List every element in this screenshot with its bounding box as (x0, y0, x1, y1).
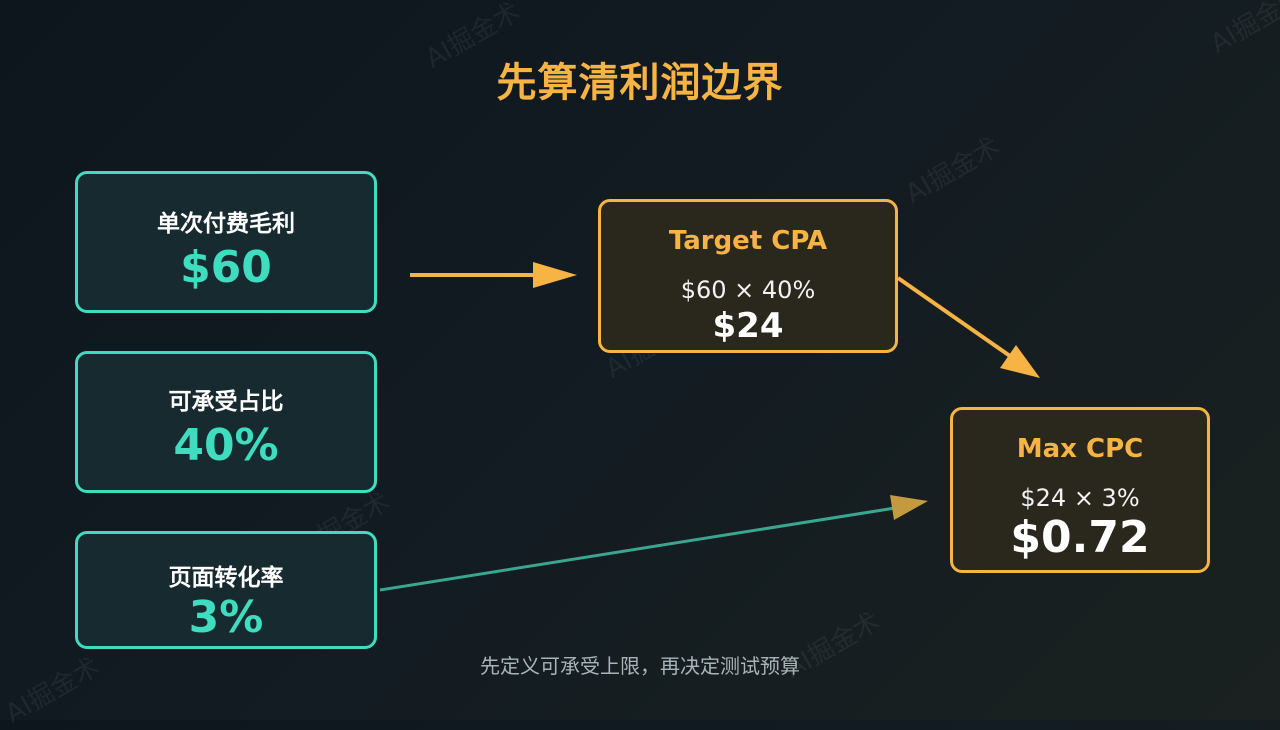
max-cpc-title: Max CPC (1016, 434, 1144, 464)
target-cpa-box: Target CPA $60 × 40% $24 (598, 199, 898, 353)
input-value: 40% (173, 420, 279, 471)
arrow-head (890, 495, 928, 520)
max-cpc-result: $0.72 (1010, 512, 1150, 563)
target-cpa-result: $24 (712, 306, 784, 346)
arrow-cvr-to-cpc (379, 506, 896, 592)
footer-note: 先定义可承受上限，再决定测试预算 (480, 654, 800, 678)
arrow-head (1000, 345, 1040, 378)
arrow-head (533, 262, 577, 288)
input-box-margin: 单次付费毛利 $60 (75, 171, 377, 313)
input-value: $60 (180, 242, 272, 293)
input-value: 3% (188, 592, 264, 643)
target-cpa-title: Target CPA (668, 226, 828, 256)
max-cpc-formula: $24 × 3% (1020, 484, 1140, 512)
input-box-share: 可承受占比 40% (75, 351, 377, 493)
max-cpc-box: Max CPC $24 × 3% $0.72 (950, 407, 1210, 573)
input-label: 可承受占比 (168, 389, 284, 415)
input-label: 页面转化率 (168, 565, 284, 591)
input-label: 单次付费毛利 (157, 211, 295, 237)
arrow-cpa-to-cpc (896, 276, 1012, 358)
input-box-conversion: 页面转化率 3% (75, 531, 377, 649)
page-title: 先算清利润边界 (496, 60, 784, 106)
target-cpa-formula: $60 × 40% (680, 276, 816, 304)
